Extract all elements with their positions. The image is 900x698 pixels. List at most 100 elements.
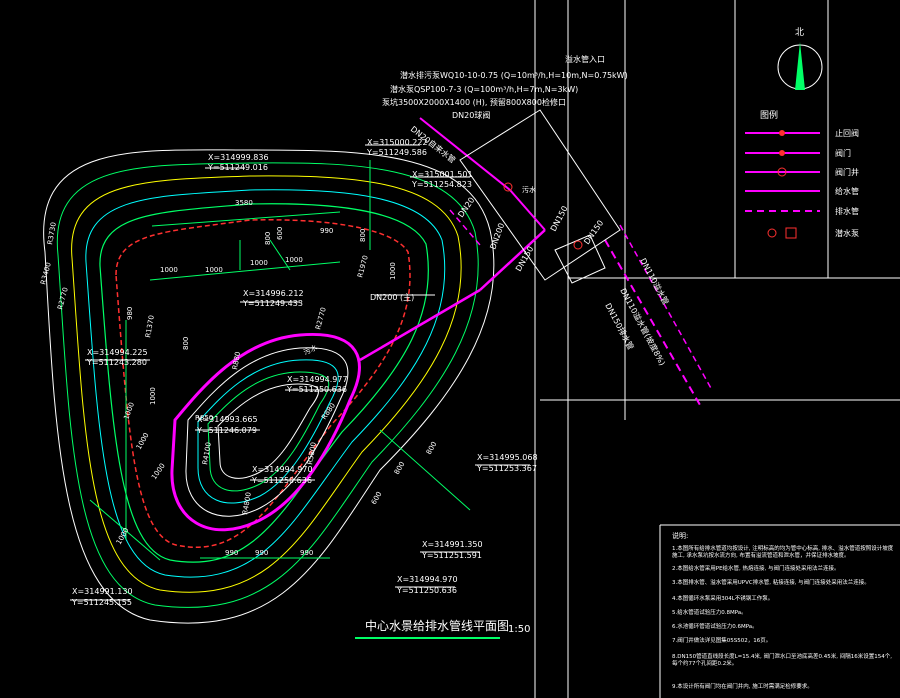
pipe-label: DN150 bbox=[514, 245, 536, 273]
pump-pit bbox=[459, 109, 621, 284]
pipe-label: DN200 (主) bbox=[370, 292, 414, 302]
coord-x: X=314995.068 bbox=[477, 453, 538, 462]
inline-text: 污水 bbox=[522, 185, 536, 194]
coord-y: Y=511253.367 bbox=[476, 464, 537, 473]
coord-y: Y=511250.636 bbox=[286, 385, 347, 394]
radius-text: R3730 bbox=[46, 222, 58, 246]
equipment-label: DN20球阀 bbox=[452, 110, 490, 120]
note-line: 6.水池循环管道试验压力0.6MPa。 bbox=[672, 622, 758, 630]
note-line: 2.本图给水管采用PE给水管, 热熔连接, 与阀门连接处采用法兰连接。 bbox=[672, 564, 840, 572]
coord-x: X=314991.350 bbox=[422, 540, 483, 549]
coord-x: X=315001.501 bbox=[412, 170, 473, 179]
dim-text: 1000 bbox=[205, 266, 223, 274]
coord-x: X=314996.212 bbox=[243, 289, 304, 298]
island-contours bbox=[170, 332, 361, 532]
coord-x: X=314993.665 bbox=[197, 415, 258, 424]
note-line-segment: 2.本图给水管采用PE给水管, 热熔连接, 与阀门连接处采用法兰连接。 bbox=[672, 564, 840, 572]
note-line: 8.DN150管道直线段长度L=15.4米, 阀门泄水口至池底高差0.45米, … bbox=[672, 652, 894, 667]
note-line: 5.给水管道试验压力0.8MPa。 bbox=[672, 608, 747, 616]
radius-text: R880 bbox=[231, 351, 242, 370]
dim-text: 800 bbox=[393, 460, 407, 476]
check-valve-icon bbox=[779, 130, 785, 136]
radius-text: R1970 bbox=[356, 255, 370, 279]
notes-block: 说明: 1.本图所有给排水管道均按设计, 注明标高的均为管中心标高, 排水、溢水… bbox=[672, 531, 894, 690]
coord-x: X=314999.836 bbox=[208, 153, 269, 162]
valve-icon bbox=[573, 240, 583, 250]
pipe-label: DN150 bbox=[549, 205, 570, 233]
dim-text: 1000 bbox=[135, 432, 151, 451]
dim-text: 1000 bbox=[389, 262, 397, 280]
coord-y: Y=511245.155 bbox=[71, 598, 132, 607]
note-line-segment: 每个约77个孔间距0.2米。 bbox=[672, 659, 737, 667]
coord-y: Y=511246.079 bbox=[196, 426, 257, 435]
dim-text: 1000 bbox=[250, 259, 268, 267]
note-line-segment: 施工, 承水泵坑按水流方向, 布置有溢流管道和泄水管，并保证排水坡度。 bbox=[672, 551, 850, 559]
dim-text: 990 bbox=[255, 549, 268, 557]
legend: 图例 止回阀 阀门 阀门井 给水管 排水管 潜水泵 bbox=[745, 109, 859, 239]
dim-text: 980 bbox=[126, 307, 134, 320]
drawing-title: 中心水景给排水管线平面图 1:50 bbox=[355, 618, 530, 639]
dim-text: 800 bbox=[182, 337, 190, 350]
inline-text: 污水 bbox=[302, 343, 318, 357]
dim-text: 990 bbox=[300, 549, 313, 557]
radius-text: R2770 bbox=[56, 287, 70, 311]
note-line-segment: 9.本设计所有阀门均在阀门井内, 施工时需满足检修要求。 bbox=[672, 682, 813, 690]
radius-text: R3400 bbox=[39, 262, 53, 286]
coord-y: Y=511250.636 bbox=[251, 476, 312, 485]
radius-text: R850 bbox=[195, 414, 213, 422]
note-line-segment: 4.本图循环水泵采用304L不锈钢工作泵。 bbox=[672, 594, 773, 602]
north-label: 北 bbox=[795, 27, 804, 38]
note-line: 1.本图所有给排水管道均按设计, 注明标高的均为管中心标高, 排水、溢水管道按照… bbox=[672, 544, 894, 559]
coord-x: X=315000.222 bbox=[367, 138, 428, 147]
pipe-label: DN20 bbox=[456, 196, 476, 219]
note-line: 3.本图排水管、溢水管采用UPVC排水管, 粘接连接, 与阀门连接处采用法兰连接… bbox=[672, 578, 870, 586]
coord-y: Y=511249.016 bbox=[207, 163, 268, 172]
dim-text: 1000 bbox=[122, 401, 136, 420]
dim-text: 3580 bbox=[235, 199, 253, 207]
equipment-label: 潜水泵QSP100-7-3 (Q=100m³/h,H=7m,N=3kW) bbox=[390, 84, 578, 94]
equipment-label: 潜水排污泵WQ10-10-0.75 (Q=10m³/h,H=10m,N=0.75… bbox=[400, 70, 628, 80]
north-arrow: 北 bbox=[777, 27, 823, 90]
note-line: 9.本设计所有阀门均在阀门井内, 施工时需满足检修要求。 bbox=[672, 682, 813, 690]
dim-text: 600 bbox=[370, 490, 384, 506]
legend-heading: 图例 bbox=[760, 109, 778, 121]
note-line-segment: 3.本图排水管、溢水管采用UPVC排水管, 粘接连接, 与阀门连接处采用法兰连接… bbox=[672, 578, 870, 586]
coord-x: X=314994.970 bbox=[397, 575, 458, 584]
note-line-segment: 8.DN150管道直线段长度L=15.4米, 阀门泄水口至池底高差0.45米, … bbox=[672, 652, 894, 660]
coord-y: Y=511249.433 bbox=[242, 299, 303, 308]
note-line-segment: 7.阀门井做法详见图集05S502，16页。 bbox=[672, 636, 771, 644]
note-line-segment: 1.本图所有给排水管道均按设计, 注明标高的均为管中心标高, 排水、溢水管道按照… bbox=[672, 544, 894, 552]
radius-text: R4100 bbox=[201, 442, 213, 466]
dim-text: 1000 bbox=[285, 256, 303, 264]
dim-text: 1000 bbox=[149, 387, 157, 405]
dim-text: 600 bbox=[276, 227, 284, 240]
valve-well-icon bbox=[503, 182, 513, 192]
coord-x: X=314994.977 bbox=[287, 375, 348, 384]
supply-pipes bbox=[359, 117, 713, 406]
note-line: 7.阀门井做法详见图集05S502，16页。 bbox=[672, 636, 771, 644]
legend-label-supply-pipe: 给水管 bbox=[835, 186, 859, 196]
leader-lines bbox=[70, 144, 530, 601]
coord-y: Y=511249.586 bbox=[366, 148, 427, 157]
notes-heading: 说明: bbox=[672, 531, 688, 540]
dimension-numbers: 3580 1000 1000 1000 1000 990 800 600 980… bbox=[115, 199, 439, 557]
dimension-lines bbox=[89, 160, 471, 561]
pump-icon bbox=[767, 227, 797, 239]
valve-well-icon bbox=[777, 167, 787, 177]
dim-text: 800 bbox=[425, 440, 439, 456]
dim-text: 990 bbox=[320, 227, 333, 235]
legend-label-pump: 潜水泵 bbox=[835, 228, 859, 238]
pipe-label: DN110溢水管 bbox=[638, 256, 671, 306]
radius-text: R1370 bbox=[144, 315, 156, 339]
coord-y: Y=511243.280 bbox=[86, 358, 147, 367]
legend-label-valve-well: 阀门井 bbox=[835, 167, 859, 177]
pool-contours bbox=[43, 149, 495, 624]
coord-x: X=314994.970 bbox=[252, 465, 313, 474]
gate-valve-icon bbox=[779, 150, 785, 156]
coordinate-labels: X=314999.836 Y=511249.016 X=315000.222 Y… bbox=[71, 138, 538, 607]
radius-text: R2770 bbox=[314, 307, 328, 331]
frame-lines bbox=[534, 0, 900, 698]
equipment-labels: 溢水管入口 潜水排污泵WQ10-10-0.75 (Q=10m³/h,H=10m,… bbox=[382, 54, 628, 120]
